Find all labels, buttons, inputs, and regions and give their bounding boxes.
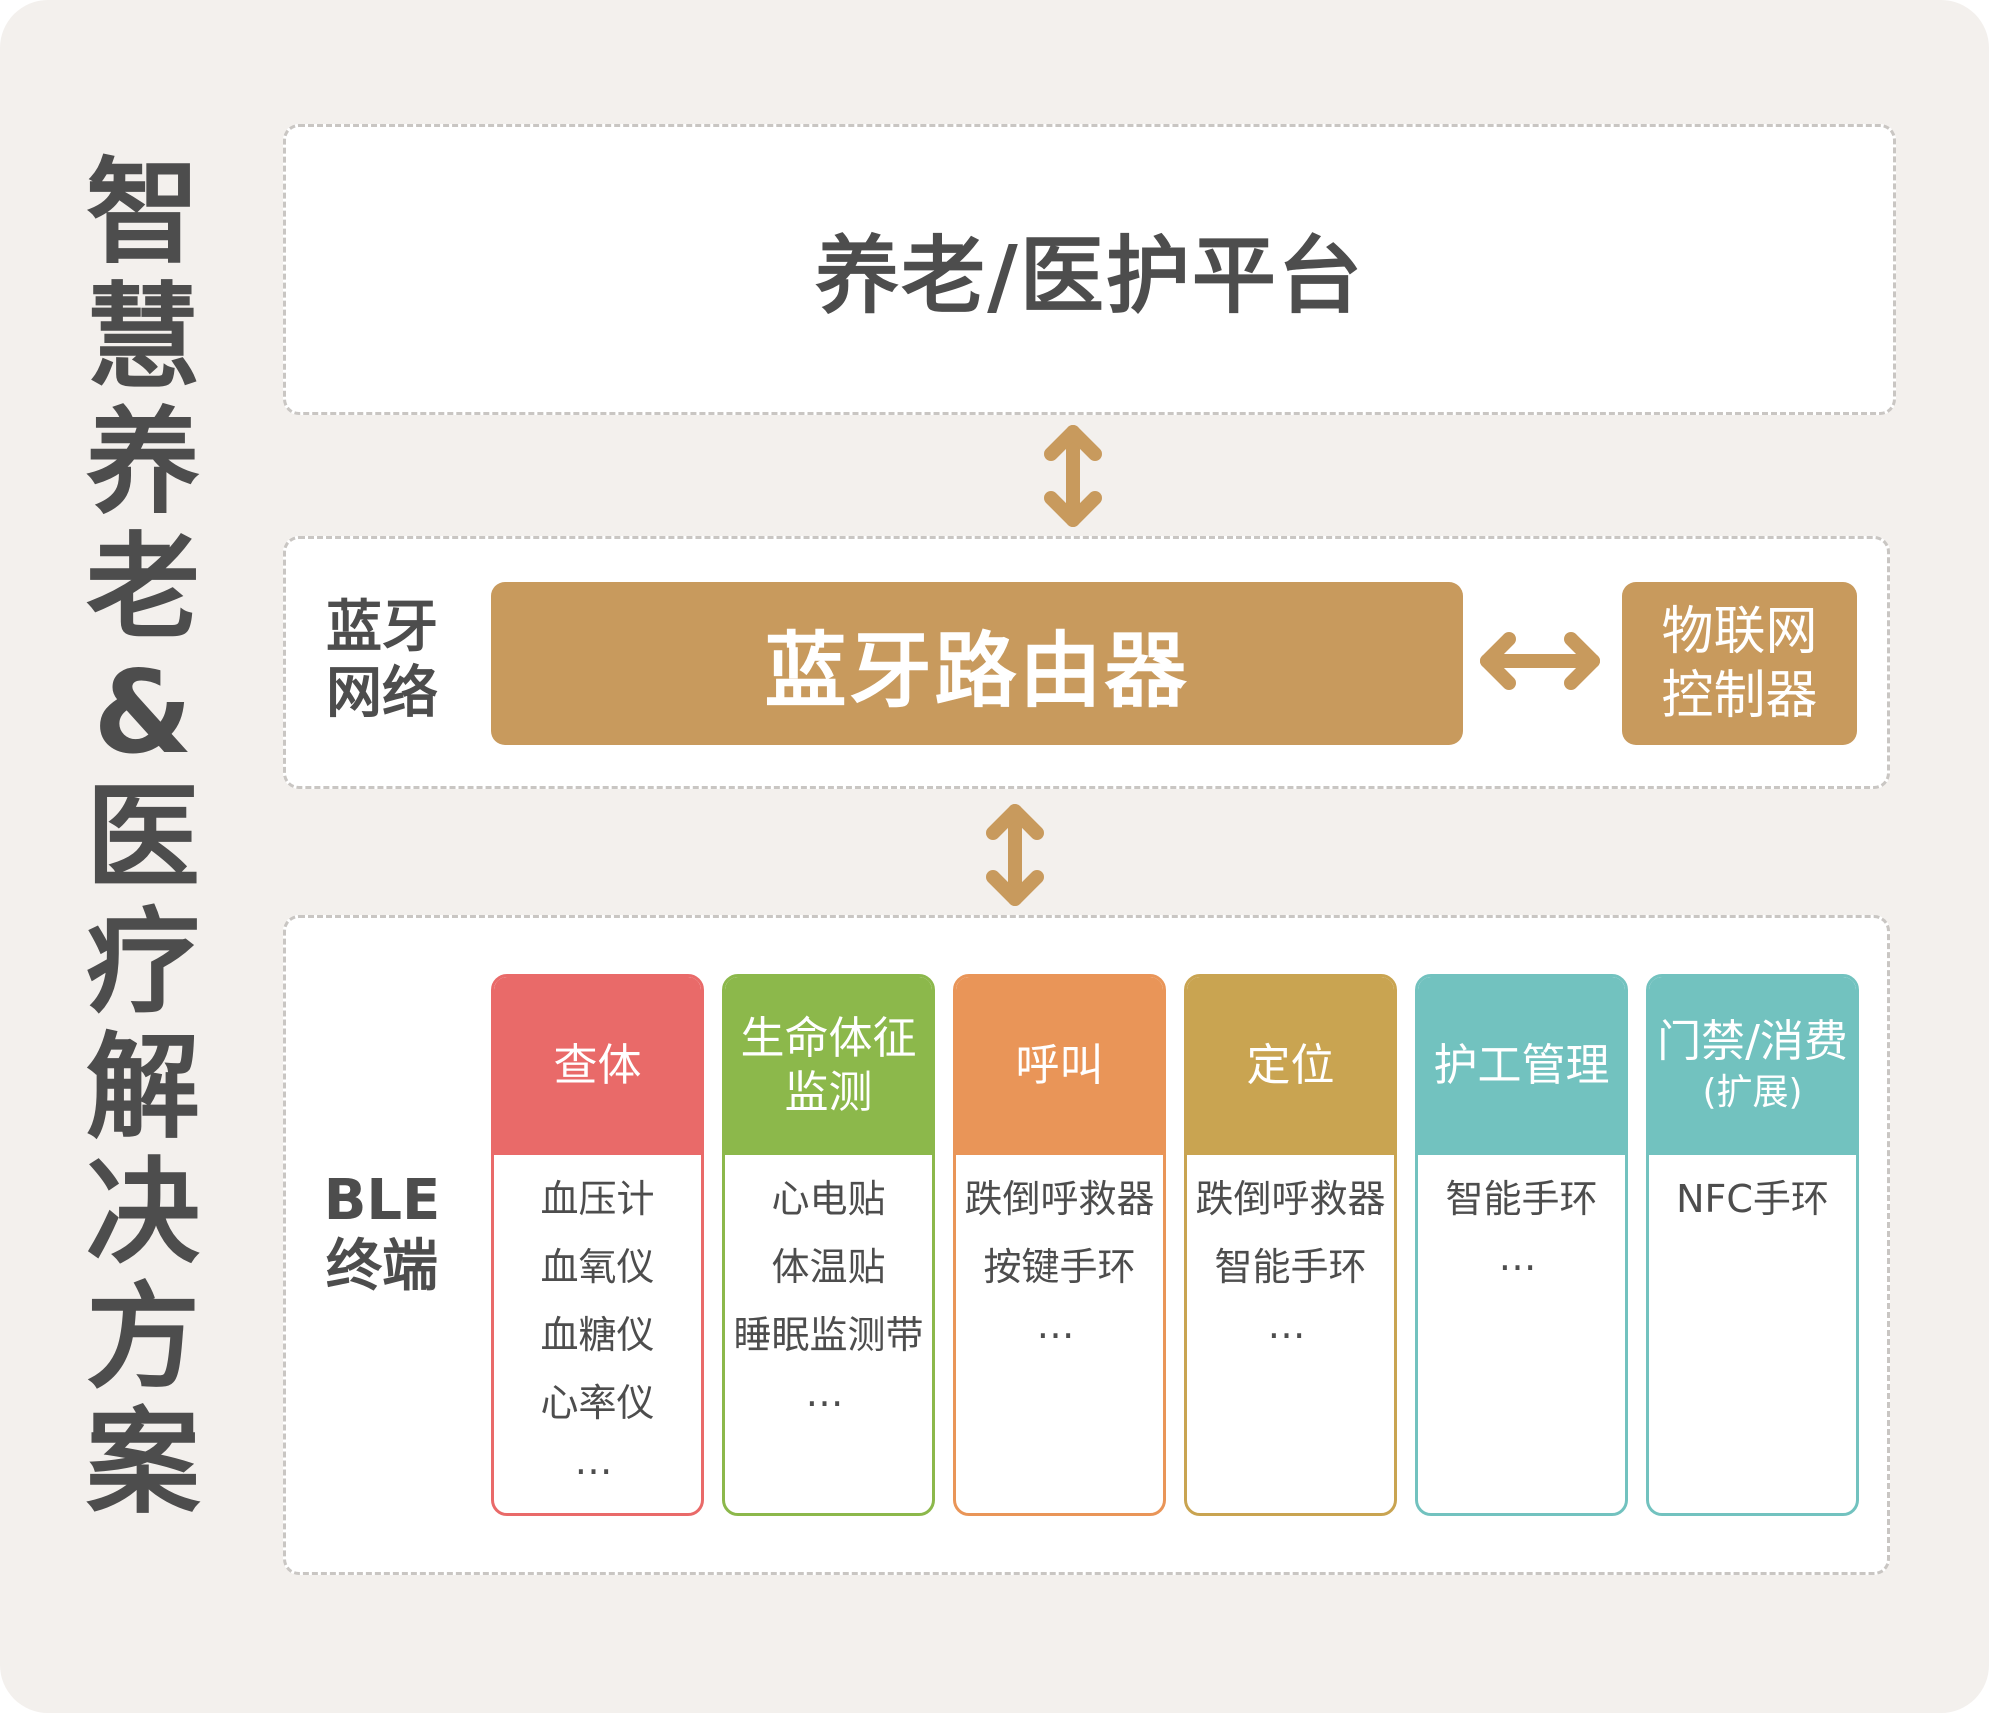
- device-card-title: 定位: [1246, 1040, 1335, 1091]
- network-label-line: 网络: [326, 661, 438, 726]
- more-ellipsis: …: [1267, 1303, 1314, 1347]
- title-char: &: [93, 646, 193, 779]
- device-card: 呼叫跌倒呼救器按键手环 …: [953, 974, 1166, 1516]
- device-card-header: 查体: [494, 977, 701, 1155]
- device-card-list: 心电贴体温贴睡眠监测带 …: [725, 1155, 932, 1417]
- device-item: 血氧仪: [540, 1245, 655, 1289]
- device-card-title: 护工管理: [1433, 1040, 1610, 1091]
- more-ellipsis: …: [1036, 1303, 1083, 1347]
- device-item: 跌倒呼救器: [1195, 1177, 1386, 1221]
- device-card-list: 跌倒呼救器按键手环 …: [956, 1155, 1163, 1349]
- device-item: 跌倒呼救器: [964, 1177, 1155, 1221]
- device-item: NFC手环: [1676, 1177, 1829, 1221]
- more-ellipsis: …: [805, 1371, 852, 1415]
- title-char: 方: [85, 1271, 200, 1404]
- iot-controller-box: 物联网 控制器: [1622, 582, 1857, 745]
- terminal-label-line: BLE: [323, 1168, 441, 1233]
- device-card-title: 生命体征: [740, 1013, 917, 1064]
- title-char: 疗: [85, 896, 200, 1029]
- title-char: 医: [85, 771, 200, 904]
- device-card: 生命体征监测心电贴体温贴睡眠监测带 …: [722, 974, 935, 1516]
- terminal-label-line: 终端: [326, 1234, 438, 1299]
- device-item: 血糖仪: [540, 1313, 655, 1357]
- device-item: 心率仪: [540, 1381, 655, 1425]
- device-card-header: 护工管理: [1418, 977, 1625, 1155]
- device-card: 门禁/消费 (扩展) NFC手环: [1646, 974, 1859, 1516]
- device-card-list: 跌倒呼救器智能手环 …: [1187, 1155, 1394, 1349]
- device-card-title: 监测: [784, 1067, 873, 1118]
- title-char: 案: [85, 1396, 200, 1529]
- device-card-header: 定位: [1187, 977, 1394, 1155]
- title-char: 养: [85, 396, 200, 529]
- up-down-arrow-icon: [1044, 425, 1102, 527]
- terminal-label: BLE 终端: [312, 1168, 452, 1300]
- title-char: 决: [85, 1146, 200, 1279]
- title-char: 老: [85, 521, 200, 654]
- device-card-list: 智能手环 …: [1418, 1155, 1625, 1281]
- device-card-list: 血压计血氧仪血糖仪心率仪 …: [494, 1155, 701, 1485]
- device-item: 血压计: [540, 1177, 655, 1221]
- device-card-subtitle: (扩展): [1702, 1072, 1803, 1113]
- device-item: 心电贴: [771, 1177, 886, 1221]
- bluetooth-router-box: 蓝牙路由器: [491, 582, 1463, 745]
- title-char: 智: [85, 146, 200, 279]
- more-ellipsis: …: [574, 1439, 621, 1483]
- device-item: 体温贴: [771, 1245, 886, 1289]
- device-card-header: 门禁/消费 (扩展): [1649, 977, 1856, 1155]
- title-char: 解: [85, 1021, 200, 1154]
- iot-controller-line: 物联网: [1661, 601, 1818, 662]
- left-right-arrow-icon: [1480, 632, 1600, 690]
- more-ellipsis: …: [1498, 1235, 1545, 1279]
- router-label: 蓝牙路由器: [764, 624, 1190, 719]
- iot-controller-line: 控制器: [1661, 665, 1818, 726]
- title-char: 慧: [85, 271, 200, 404]
- vertical-title: 智 慧 养 老 & 医 疗 解 决 方 案: [78, 150, 208, 1525]
- device-item: 睡眠监测带: [733, 1313, 924, 1357]
- device-card: 定位跌倒呼救器智能手环 …: [1184, 974, 1397, 1516]
- device-item: 智能手环: [1445, 1177, 1598, 1221]
- device-card-title: 呼叫: [1015, 1040, 1104, 1091]
- device-card-title: 门禁/消费: [1657, 1016, 1848, 1067]
- device-item: 按键手环: [983, 1245, 1136, 1289]
- device-card-header: 生命体征监测: [725, 977, 932, 1155]
- platform-title: 养老/医护平台: [815, 227, 1364, 325]
- device-card: 护工管理智能手环 …: [1415, 974, 1628, 1516]
- device-card-title: 查体: [553, 1040, 642, 1091]
- device-card-list: NFC手环: [1649, 1155, 1856, 1233]
- network-label: 蓝牙 网络: [312, 595, 452, 727]
- network-label-line: 蓝牙: [326, 595, 438, 660]
- platform-panel: 养老/医护平台: [283, 124, 1896, 415]
- device-card-header: 呼叫: [956, 977, 1163, 1155]
- up-down-arrow-icon: [986, 804, 1044, 906]
- device-item: 智能手环: [1214, 1245, 1367, 1289]
- device-card: 查体血压计血氧仪血糖仪心率仪 …: [491, 974, 704, 1516]
